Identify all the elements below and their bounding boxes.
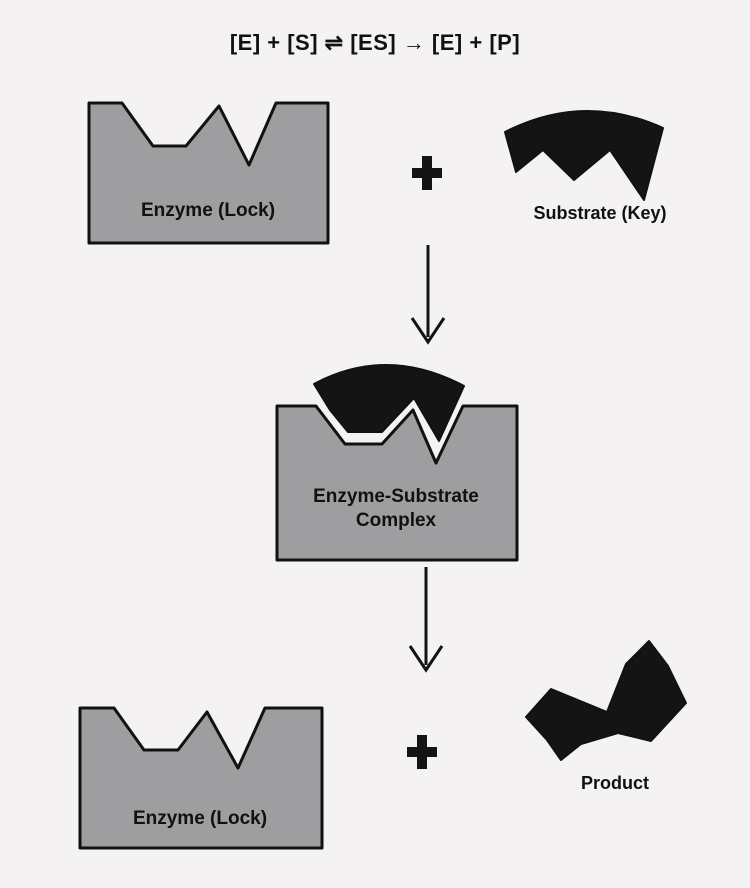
plus-sign-top: [412, 156, 442, 190]
complex-label: Enzyme-Substrate Complex: [276, 485, 516, 533]
enzyme-label-top: Enzyme (Lock): [140, 200, 276, 221]
enzyme-lock-shape-bottom: [78, 706, 324, 850]
complex-label-line1: Enzyme-Substrate: [313, 486, 479, 507]
substrate-label: Substrate (Key): [533, 203, 667, 223]
complex-label-line2: Complex: [355, 510, 437, 531]
enzyme-lock-shape-top: [87, 101, 330, 245]
product-label: Product: [580, 773, 649, 793]
complex-enzyme-shape: [275, 404, 519, 562]
arrow-down-2: [408, 567, 444, 673]
product-shape: [525, 640, 687, 761]
plus-sign-bottom: [407, 735, 437, 769]
substrate-key-shape: [504, 110, 664, 201]
enzyme-label-bottom: Enzyme (Lock): [132, 808, 268, 829]
reaction-equation: [E] + [S] ⇌ [ES] → [E] + [P]: [229, 30, 521, 55]
complex-substrate-shape: [313, 364, 465, 442]
arrow-down-1: [410, 245, 446, 345]
